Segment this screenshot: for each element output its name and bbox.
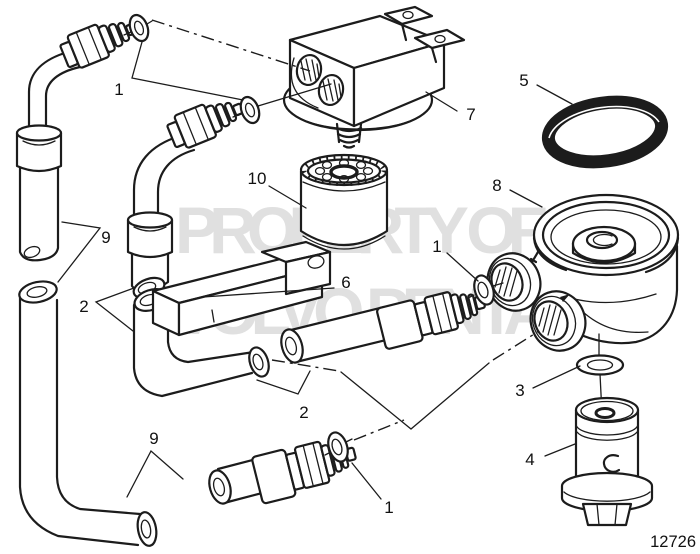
callout-4: 4 [525,450,534,469]
callout-7: 7 [466,105,475,124]
callout-10: 10 [248,169,267,188]
o-ring-drawing [541,95,669,169]
center-lines [151,19,540,441]
bracket-drawing [151,240,332,337]
callout-labels: 1 9 2 10 6 7 5 8 1 2 3 4 9 1 [79,71,534,517]
bypass-plug-drawing [560,396,654,527]
callout-9-lower: 9 [149,429,158,448]
callout-1-right: 1 [432,237,441,256]
callout-9-upper: 9 [101,228,110,247]
mid-pipe-assembly-drawing [280,274,504,364]
washer-3-drawing [575,333,625,415]
pipe-assembly-1-drawing [15,13,153,262]
callout-8: 8 [492,176,501,195]
callout-2-lower: 2 [299,403,308,422]
bottom-assembly-drawing [208,431,357,505]
long-pipe-drawing [18,280,158,547]
callout-5: 5 [519,71,528,90]
callout-3: 3 [515,381,524,400]
callout-1-upper: 1 [114,80,123,99]
callout-1-bottom: 1 [384,498,393,517]
callout-2-upper: 2 [79,297,88,316]
leader-lines [57,41,581,500]
figure-number: 12726 [650,533,696,551]
oil-filter-drawing [299,153,389,250]
callout-6: 6 [341,273,350,292]
filter-head-drawing [282,5,466,149]
port-lower [529,290,587,352]
oil-cooler-housing-drawing [486,193,680,352]
